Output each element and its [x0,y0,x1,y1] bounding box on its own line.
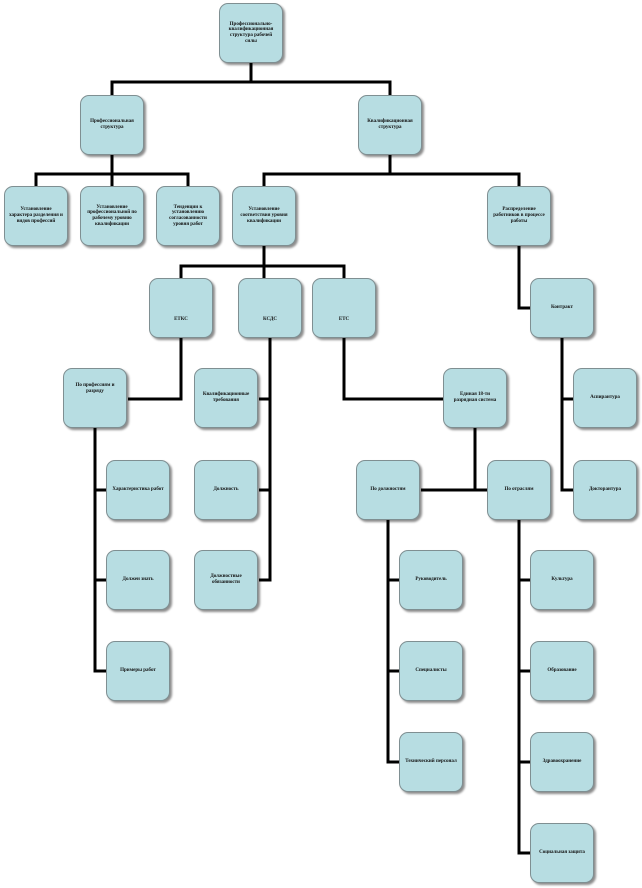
node-qual-2: Распределение работников в процессе рабо… [487,186,551,246]
wire-bonus [560,338,573,401]
wire-kdl [259,338,272,401]
wire-q1 [179,245,266,278]
wire-root-right [251,80,392,95]
wire-byprof-2 [93,490,106,582]
node-education: Образование [530,641,594,701]
node-doctorate: Докторантура [573,460,637,520]
node-heads: Руководитель [399,550,463,610]
wire-bybranch-2 [517,580,530,673]
wire-prof-right [112,172,190,186]
node-position: Должность [194,460,258,520]
node-etks: ЕТКС [149,278,213,338]
wire-bypos [386,520,399,582]
wire-bypos-2 [386,580,399,673]
node-work-characteristics: Характеристика работ [106,460,170,520]
node-work-examples: Примеры работ [106,641,170,701]
node-by-position: По должностям [356,460,420,520]
wire-bypos-3 [386,671,399,764]
node-culture: Культура [530,550,594,610]
node-by-branch: По отраслям [487,460,551,520]
node-ets: ЕТС [312,278,376,338]
node-qual-requirements: Квалификационные требования [194,368,258,428]
wire-eks [128,338,183,401]
wire-q2 [517,245,530,310]
node-specialists: Специалисты [399,641,463,701]
node-job-duties: Должностные обязанности [194,550,258,610]
node-unified-grid: Единая 18-ти разрядная система [443,368,507,428]
node-tech-staff: Технический персонал [399,732,463,792]
wire-kdl-2 [259,399,272,492]
node-social-protection: Социальная защита [530,823,594,883]
node-qualification-structure: Квалификационная структура [358,95,422,155]
node-healthcare: Здравоохранение [530,732,594,792]
wire-bybranch-3 [517,671,530,764]
wire-q1-right [264,264,346,278]
node-must-know: Должен знать [106,550,170,610]
node-prof-1: Установление характера разделения и видо… [4,186,68,246]
wire-ets [342,338,443,401]
node-prof-3: Тенденции к установлению согласованности… [156,186,220,246]
wire-bonus-low [560,399,573,492]
wire-qual [262,155,392,186]
node-postgraduate: Аспирантура [573,368,637,428]
wire-bybranch [517,520,530,582]
node-qual-1: Установление соответствия уровня квалифи… [232,186,296,246]
wire-kdl-3 [259,490,272,582]
wire-grid [421,428,477,492]
node-root: Профессионально-квалификационная структу… [219,3,283,63]
wire-byprof [93,428,106,492]
node-professional-structure: Профессиональная структура [80,95,144,155]
wire-qual-right [390,172,521,186]
node-ksds: КСДС [238,278,302,338]
wire-byprof-3 [93,580,106,673]
node-prof-2: Установление профессиональной по рабочем… [80,186,144,246]
wire-prof [34,155,114,186]
node-contract: Контракт [530,278,594,338]
wire-bybranch-4 [517,762,530,855]
node-by-profession: По профессиям и разряду [63,368,127,428]
wire-root [110,62,253,95]
